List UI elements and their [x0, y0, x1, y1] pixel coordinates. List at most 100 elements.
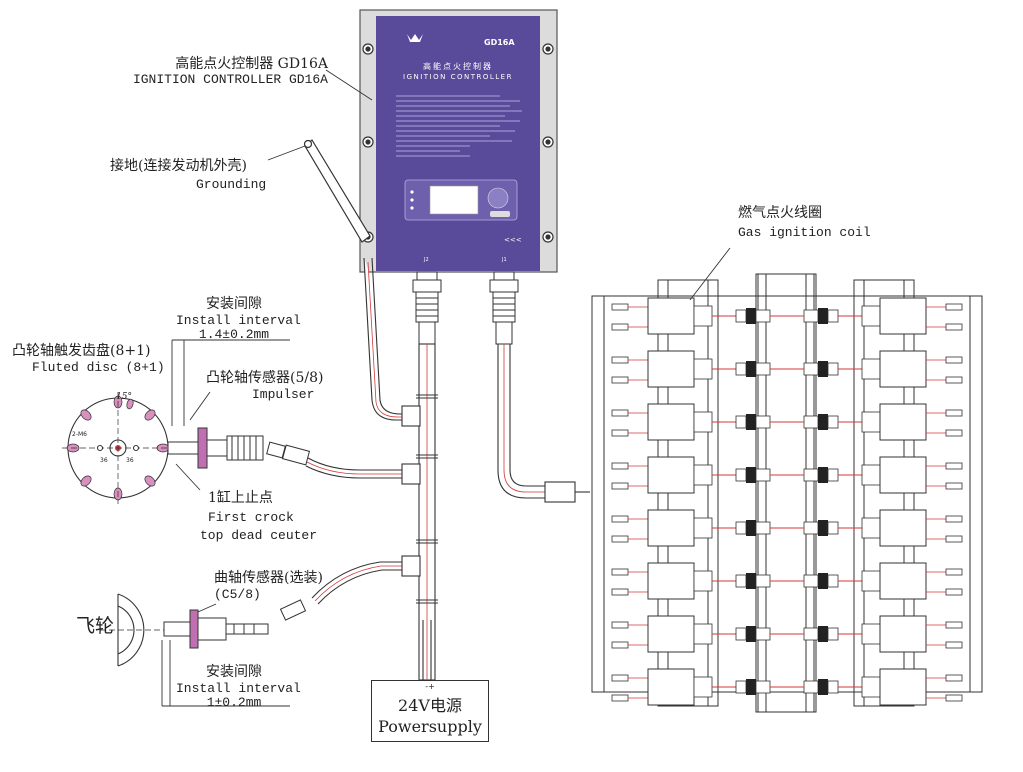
plug-connector — [945, 515, 963, 523]
controller-label-cn: 高能点火控制器 GD16A — [175, 56, 328, 72]
plug-connector — [945, 535, 963, 543]
spark-plug-boot — [746, 679, 756, 695]
disc-dimension-a: 2-M6 — [72, 431, 87, 438]
spark-plug-boot — [746, 520, 756, 536]
tdc-label-en-1: First crock — [208, 510, 294, 525]
led-indicator — [410, 190, 414, 194]
plug-connector — [611, 674, 629, 682]
grounding-label-cn: 接地(连接发动机外壳) — [110, 158, 247, 174]
nav-keypad — [487, 187, 509, 209]
install-top-label-cn: 安装间隙 — [206, 296, 262, 312]
controller-label-en: IGNITION CONTROLLER GD16A — [132, 72, 328, 87]
fluted-disc-label-cn: 凸轮轴触发齿盘(8+1) — [12, 343, 151, 359]
impulser-sensor — [167, 427, 311, 469]
plug-connector — [611, 303, 629, 311]
plug-connector — [945, 482, 963, 490]
plug-connector — [611, 694, 629, 702]
plug-connector — [945, 376, 963, 384]
plug-connector — [945, 694, 963, 702]
grounding-label-en: Grounding — [196, 177, 267, 192]
plug-connector — [611, 535, 629, 543]
plug-connector — [945, 568, 963, 576]
spark-plug-boot — [818, 361, 828, 377]
connector-j1 — [489, 271, 519, 345]
disc-dimension-b: 36 — [100, 457, 108, 464]
ignition-coil — [647, 297, 695, 335]
cable-harness — [305, 257, 590, 684]
grounding-cable — [363, 257, 419, 421]
enter-key — [490, 211, 510, 217]
flywheel-label: 飞轮 — [76, 615, 115, 637]
fluted-disc-label-en: Fluted disc (8+1) — [32, 360, 165, 375]
disc-angle-label: 15° — [116, 392, 132, 402]
spark-plug-boot — [818, 520, 828, 536]
ignition-coil — [879, 297, 927, 335]
ignition-coil — [879, 615, 927, 653]
plug-connector — [611, 429, 629, 437]
install-bottom-label-en: Install interval — [176, 681, 301, 696]
spark-plug-boot — [818, 467, 828, 483]
fluted-disc — [62, 392, 174, 504]
impulser-label-cn: 凸轮轴传感器(5/8) — [206, 370, 324, 386]
ignition-coil — [879, 403, 927, 441]
plug-connector — [945, 409, 963, 417]
psu-label-cn: 24V电源 — [398, 696, 462, 715]
ignition-coil — [647, 509, 695, 547]
plug-connector — [945, 323, 963, 331]
plug-connector — [945, 303, 963, 311]
impulser-label-en: Impulser — [252, 387, 315, 402]
grounding-strap — [303, 139, 371, 243]
spark-plug-boot — [818, 626, 828, 642]
plug-connector — [611, 588, 629, 596]
leader-lines — [161, 69, 731, 707]
crank-sensor-code: (C5/8) — [214, 587, 261, 602]
plug-connector — [611, 409, 629, 417]
plug-connector — [945, 462, 963, 470]
mounting-bolts — [362, 43, 554, 243]
plug-connector — [945, 356, 963, 364]
connector-j2 — [412, 271, 442, 345]
coil-cable — [497, 344, 560, 499]
flywheel — [100, 593, 200, 667]
controller-panel — [376, 16, 540, 271]
ignition-coil — [879, 350, 927, 388]
ignition-coil — [879, 562, 927, 600]
spark-plug-boot — [746, 414, 756, 430]
ignition-coil — [647, 456, 695, 494]
plug-connector — [611, 356, 629, 364]
install-top-label-en: Install interval — [176, 313, 301, 328]
spark-plug-boot — [746, 361, 756, 377]
ignition-coil — [647, 562, 695, 600]
controller-title-en: IGNITION CONTROLLER — [403, 73, 513, 81]
install-bottom-value: 1±0.2mm — [206, 695, 262, 710]
power-supply-box: -+ 24V电源 Powersupply — [371, 680, 489, 742]
led-indicator — [410, 206, 414, 210]
install-top-value: 1.4±0.2mm — [198, 327, 270, 342]
plug-connector — [611, 641, 629, 649]
psu-label-en: Powersupply — [378, 717, 482, 736]
spark-plug-boot — [746, 308, 756, 324]
coil-label-cn: 燃气点火线圈 — [738, 205, 822, 221]
coil-label-en: Gas ignition coil — [738, 225, 871, 240]
spark-plug-boot — [818, 414, 828, 430]
impulser-cable — [307, 457, 419, 471]
coil-rows — [611, 297, 963, 706]
tdc-label-en-2: top dead ceuter — [200, 528, 318, 543]
ignition-coil — [647, 615, 695, 653]
ignition-coil — [647, 403, 695, 441]
power-cable — [422, 620, 432, 684]
ignition-coil — [879, 668, 927, 706]
tdc-label-cn: 1缸上止点 — [208, 490, 273, 506]
brand-logo-icon — [407, 34, 423, 42]
psu-polarity: -+ — [425, 682, 435, 691]
plug-connector — [945, 429, 963, 437]
spark-plug-boot — [746, 626, 756, 642]
direction-arrows: <<< — [504, 236, 522, 244]
plug-connector — [611, 621, 629, 629]
port-label-j2: J2 — [424, 257, 429, 263]
controller-display — [429, 185, 479, 215]
spark-plug-boot — [818, 573, 828, 589]
crank-sensor — [163, 599, 307, 649]
plug-connector — [945, 621, 963, 629]
